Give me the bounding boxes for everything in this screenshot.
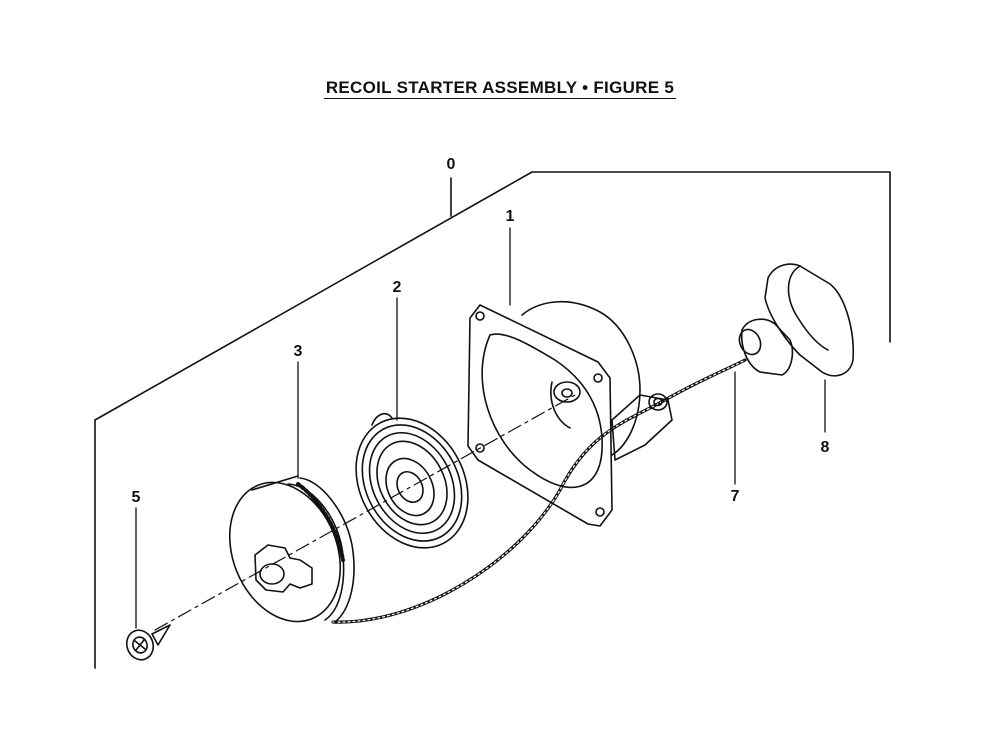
callout-8: 8 [821, 439, 830, 456]
page-title: RECOIL STARTER ASSEMBLY • FIGURE 5 [0, 78, 1000, 99]
callout-3: 3 [294, 343, 303, 360]
screw [125, 624, 171, 661]
leader-lines [135, 227, 826, 629]
assembly-bracket [94, 171, 891, 669]
starter-cord [331, 358, 747, 624]
callout-7: 7 [731, 488, 740, 505]
callout-2: 2 [393, 279, 402, 296]
page-title-text: RECOIL STARTER ASSEMBLY • FIGURE 5 [323, 78, 677, 99]
callout-5: 5 [132, 489, 141, 506]
starter-handle [738, 263, 855, 377]
callout-1: 1 [506, 208, 515, 225]
recoil-spring [355, 413, 469, 549]
center-axis-line [154, 394, 576, 631]
callout-0: 0 [447, 156, 456, 173]
starter-case [467, 301, 673, 527]
starter-reel [228, 475, 355, 623]
